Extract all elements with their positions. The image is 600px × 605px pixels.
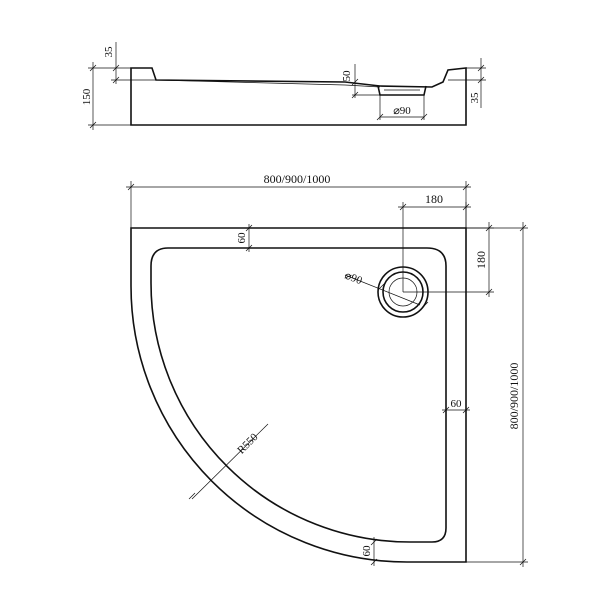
dim-35-right-label: 35 bbox=[469, 92, 481, 104]
dim-depth-label: 800/900/1000 bbox=[507, 363, 521, 430]
dim-50-label: 50 bbox=[341, 70, 353, 82]
dim-rim-top-tick-2 bbox=[245, 244, 253, 252]
side-view-floor-line bbox=[155, 79, 381, 88]
dim-35-left-tick-2 bbox=[112, 76, 120, 84]
dim-width-label: 800/900/1000 bbox=[264, 172, 331, 186]
dim-150-label: 150 bbox=[81, 88, 93, 105]
dim-rim-bottom-tick-1 bbox=[370, 538, 378, 546]
side-view: 150 35 35 50 ⌀90 bbox=[81, 42, 486, 130]
dim-drain-y-label: 180 bbox=[474, 251, 488, 269]
dim-rim-right-tick-2 bbox=[462, 406, 470, 414]
dim-rim-top-tick-1 bbox=[245, 224, 253, 232]
top-view-outer-outline bbox=[130, 227, 467, 563]
dim-rim-top-label: 60 bbox=[236, 232, 248, 244]
dim-depth-tick-2 bbox=[519, 558, 527, 566]
dim-drain-y-tick-2 bbox=[485, 288, 493, 296]
top-view-inner-basin bbox=[150, 247, 447, 543]
dim-50-tick-2 bbox=[351, 91, 359, 99]
dim-width-tick-1 bbox=[127, 183, 135, 191]
dim-drain-x-label: 180 bbox=[425, 192, 443, 206]
dim-150-tick-bottom bbox=[89, 121, 97, 129]
top-view: 800/900/1000 800/900/1000 180 180 ⌀90 60 bbox=[126, 172, 528, 567]
dim-depth-tick-1 bbox=[519, 224, 527, 232]
dim-drain-x-tick-1 bbox=[399, 203, 407, 211]
dim-35-left-label: 35 bbox=[103, 46, 115, 58]
dim-35-left-tick-1 bbox=[112, 64, 120, 72]
dim-drain-y-tick-1 bbox=[485, 224, 493, 232]
dim-rim-right-tick-1 bbox=[442, 406, 450, 414]
dim-35-right-tick-2 bbox=[477, 76, 485, 84]
dim-drain-top-label: ⌀90 bbox=[343, 270, 364, 288]
dim-drain-side-label: ⌀90 bbox=[393, 105, 411, 117]
dim-150-tick-top bbox=[89, 64, 97, 72]
side-view-tray-outline bbox=[130, 67, 467, 126]
dim-rim-right-label: 60 bbox=[451, 398, 463, 410]
dim-rim-bottom-label: 60 bbox=[361, 545, 373, 557]
dim-drain-top-leader bbox=[344, 274, 421, 306]
dim-radius-leader bbox=[191, 423, 269, 500]
dim-drain-side-tick-2 bbox=[420, 113, 428, 121]
dim-drain-x-tick-2 bbox=[462, 203, 470, 211]
side-view-drain bbox=[377, 85, 427, 96]
dim-50-tick-1 bbox=[351, 78, 359, 86]
dim-rim-bottom-tick-2 bbox=[370, 558, 378, 566]
dim-drain-top-tick-2 bbox=[421, 301, 429, 309]
dim-width-tick-2 bbox=[462, 183, 470, 191]
dim-drain-side-tick-1 bbox=[376, 113, 384, 121]
dim-35-right-tick-1 bbox=[477, 64, 485, 72]
dim-radius-tick bbox=[188, 492, 196, 500]
dim-drain-top-tick-1 bbox=[377, 283, 385, 291]
